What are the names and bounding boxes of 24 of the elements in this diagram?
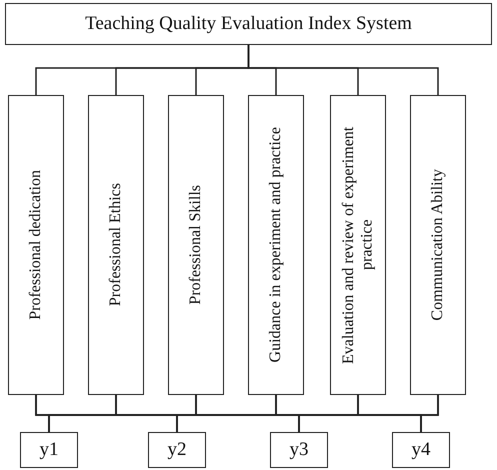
node-label: y2 [168, 439, 186, 461]
node-label: Teaching Quality Evaluation Index System [85, 13, 412, 35]
title-box [5, 3, 492, 45]
node-label: Evaluation and review of experiment practice [340, 125, 376, 366]
criterion-box [330, 95, 386, 395]
node-label: y1 [40, 439, 58, 461]
indicator-box [392, 432, 450, 468]
indicator-box [148, 432, 206, 468]
connector-line [420, 395, 439, 432]
criterion-box [248, 95, 304, 395]
criterion-box [8, 95, 64, 395]
connector-line [248, 45, 439, 95]
node-label: Professional dedication [26, 170, 45, 320]
criterion-box [410, 95, 466, 395]
node-label: Professional Ethics [106, 183, 125, 307]
node-label: y3 [290, 439, 308, 461]
indicator-box [20, 432, 78, 468]
node-label: Guidance in experiment and practice [266, 127, 285, 363]
criterion-box [88, 95, 144, 395]
node-label: Professional Skills [186, 185, 205, 305]
criterion-box [168, 95, 224, 395]
indicator-box [270, 432, 328, 468]
node-label: Communication Ability [428, 169, 447, 321]
node-label: y4 [412, 439, 430, 461]
